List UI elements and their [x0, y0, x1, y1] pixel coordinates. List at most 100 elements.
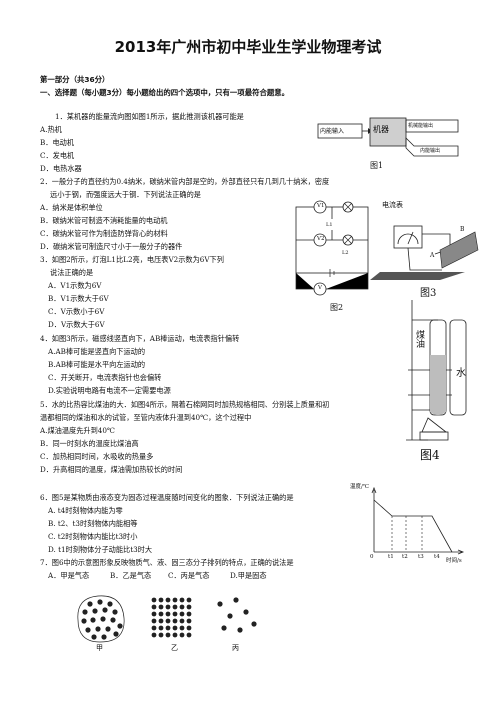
- fig6-jia-molecule: [87, 601, 93, 607]
- fig6-jia-molecule: [102, 607, 108, 613]
- q2-option-d: D．碳纳米管可制造尺寸小于一般分子的器件: [40, 242, 183, 251]
- fig2-meter-v2: V2: [317, 236, 325, 242]
- fig6-yi-molecule: [172, 632, 178, 638]
- q1-option-d: D．电热水器: [40, 164, 82, 173]
- fig6-bing-molecule: [227, 613, 233, 619]
- fig1-input-label: 内能输入: [320, 128, 345, 135]
- fig5-tick-t3: t3: [418, 554, 424, 560]
- q6-option-c: C. t2时刻物体内能比t3时小: [48, 532, 138, 541]
- fig1-output-mech: 机械能输出: [408, 123, 434, 129]
- part-heading: 第一部分（共36分）: [40, 75, 110, 84]
- fig6-yi-molecule: [179, 604, 185, 610]
- q5-stem-cont: 温都相同的煤油和水的试管，至管内液体升温到40℃，这个过程中: [40, 413, 252, 422]
- figure-6-molecule-states: [77, 595, 257, 643]
- fig5-ylabel: 温度/℃: [350, 484, 370, 490]
- fig6-bing-molecule: [217, 601, 223, 607]
- fig2-caption: 图2: [330, 303, 344, 312]
- fig6-jia-molecule: [107, 601, 113, 607]
- fig6-bing-molecule: [221, 625, 227, 631]
- q3-stem: 3．如图2所示，灯泡L1比L2亮，电压表V2示数为6V下列: [40, 255, 224, 264]
- fig6-jia-molecule: [90, 617, 96, 623]
- q1-stem: 1．某机器的能量流向图如图1所示，据此推测该机器可能是: [55, 112, 244, 121]
- fig6-jia-molecule: [97, 599, 103, 605]
- q7-option-a: A．甲是气态: [48, 571, 90, 580]
- q7-option-b: B．乙是气态: [110, 571, 152, 580]
- fig6-jia-molecule: [92, 608, 98, 614]
- fig6-yi-molecule: [186, 604, 192, 610]
- fig6-yi-molecule: [151, 604, 157, 610]
- q7-stem: 7．图6中的示意图形象反映物质气、液、固三态分子排列的特点，正确的说法是: [40, 558, 294, 567]
- fig6-yi-molecule: [165, 597, 171, 603]
- q5-stem: 5．水的比热容比煤油的大．如图4所示，隔着石棉网同时加热规格相同、分别装上质量和…: [40, 400, 330, 409]
- fig6-jia-molecule: [91, 634, 97, 640]
- fig6-jia-molecule: [112, 609, 118, 615]
- figure-4-heating-apparatus: [406, 300, 467, 441]
- q2-option-a: A．纳米是体积单位: [40, 203, 103, 212]
- fig5-tick-0: 0: [370, 554, 374, 560]
- fig6-jia-outline: [77, 595, 125, 643]
- fig6-yi-molecule: [179, 597, 185, 603]
- q2-option-c: C．碳纳米管可作为制造防弹背心的材料: [40, 229, 168, 238]
- fig2-meter-v: V: [318, 285, 322, 291]
- fig6-yi-molecule: [186, 632, 192, 638]
- fig6-label-yi: 乙: [171, 644, 178, 652]
- fig6-yi-molecule: [172, 604, 178, 610]
- figure-1-energy-flow: [317, 117, 459, 157]
- q4-option-d: D.实验说明电路有电流不一定需要电源: [48, 386, 171, 395]
- fig6-yi-molecule: [158, 597, 164, 603]
- q2-stem: 2．一般分子的直径约为0.4纳米，碳纳米管内部是空的，外部直径只有几到几十纳米，…: [40, 177, 330, 186]
- fig6-bing-molecule: [233, 597, 239, 603]
- fig6-yi-molecule: [165, 604, 171, 610]
- fig6-yi-molecule: [186, 618, 192, 624]
- q7-option-c: C．丙是气态: [168, 571, 210, 580]
- fig6-yi-molecule: [186, 611, 192, 617]
- fig6-yi-molecule: [186, 597, 192, 603]
- fig3-rod-a: A: [430, 252, 435, 259]
- q4-option-c: C．开关断开，电流表指针也会偏转: [48, 373, 162, 382]
- fig6-jia-molecule: [105, 626, 111, 632]
- fig6-jia-molecule: [100, 616, 106, 622]
- fig3-caption: 图3: [420, 288, 437, 299]
- fig6-yi-molecule: [165, 611, 171, 617]
- fig6-yi-molecule: [158, 632, 164, 638]
- q1-option-b: B．电动机: [40, 138, 75, 147]
- q3-option-d: D．V示数大于6V: [48, 320, 105, 329]
- fig6-yi-molecule: [158, 611, 164, 617]
- fig1-machine-label: 机器: [373, 125, 389, 134]
- fig6-yi-molecule: [165, 625, 171, 631]
- fig6-yi-molecule: [151, 618, 157, 624]
- fig4-water-label: 水: [456, 368, 466, 379]
- figure-5-temperature-graph: [371, 486, 465, 555]
- q5-option-c: C．加热相同时间，水吸收的热量多: [40, 452, 154, 461]
- q5-option-a: A.煤油温度先升到40℃: [40, 426, 115, 435]
- fig6-yi-molecule: [179, 611, 185, 617]
- fig6-yi-molecule: [151, 597, 157, 603]
- q3-option-a: A．V1示数为6V: [48, 281, 102, 290]
- fig6-jia-molecule: [117, 623, 123, 629]
- fig6-yi-molecule: [165, 618, 171, 624]
- fig6-yi-molecule: [172, 597, 178, 603]
- q6-option-a: A. t4时刻物体内能为零: [48, 506, 123, 515]
- fig5-xlabel: 时间/s: [446, 558, 462, 564]
- fig4-kerosene-label: 煤油: [414, 330, 424, 348]
- fig6-yi-molecule: [179, 618, 185, 624]
- fig6-yi-molecule: [179, 632, 185, 638]
- fig6-jia-molecule: [95, 626, 101, 632]
- q4-stem: 4．如图3所示，磁感线竖直向下，AB棒运动，电流表指针偏转: [40, 334, 240, 343]
- fig6-yi-molecule: [158, 625, 164, 631]
- q6-option-b: B. t2、t3时刻物体内能相等: [48, 519, 138, 528]
- fig1-output-heat: 内能输出: [420, 148, 441, 154]
- fig2-meter-v1: V1: [317, 203, 325, 209]
- fig6-label-jia: 甲: [96, 644, 103, 652]
- q5-option-d: D．升高相同的温度，煤油需加热较长的时间: [40, 465, 183, 474]
- fig6-yi-molecule: [172, 611, 178, 617]
- q4-option-a: A.AB棒可能是竖直向下运动的: [48, 347, 146, 356]
- q5-option-b: B．同一时刻水的温度比煤油高: [40, 439, 139, 448]
- q2-stem-cont: 远小于钢，而强度远大于钢．下列说法正确的是: [50, 190, 201, 199]
- fig6-yi-molecule: [172, 618, 178, 624]
- fig6-jia-molecule: [81, 618, 87, 624]
- fig5-tick-t1: t1: [388, 554, 394, 560]
- fig1-caption: 图1: [370, 161, 384, 170]
- q2-option-b: B．碳纳米管可制造不消耗能量的电动机: [40, 216, 168, 225]
- fig6-jia-molecule: [82, 609, 88, 615]
